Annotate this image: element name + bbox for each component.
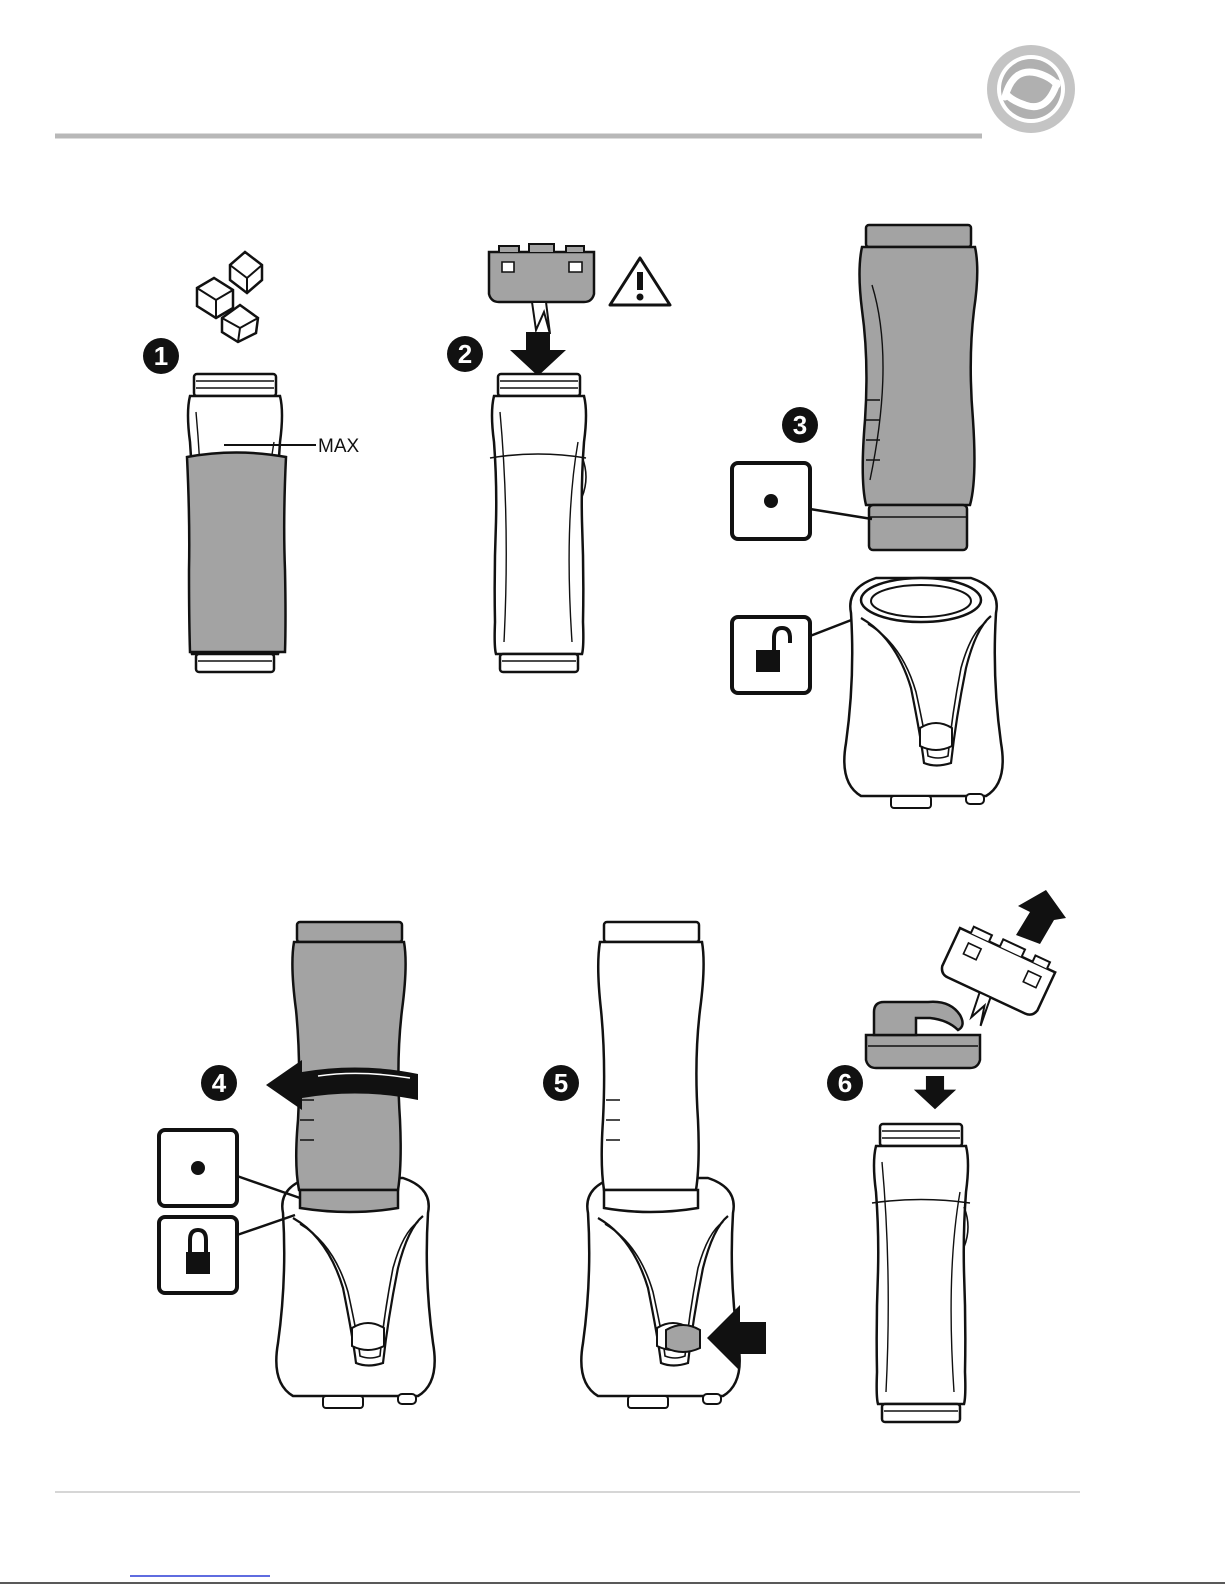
- align-dot-icon: [159, 1130, 300, 1206]
- motor-base: [844, 578, 1002, 808]
- step-6: 6: [827, 890, 1066, 1422]
- locked-padlock-icon: [159, 1215, 295, 1293]
- empty-bottle: [490, 374, 586, 672]
- liquid-fill: [187, 453, 286, 653]
- header: [55, 45, 1075, 136]
- blade-assembly: [489, 244, 594, 334]
- step-3-badge: 3: [782, 407, 818, 443]
- step-3-number: 3: [793, 410, 807, 440]
- align-dot-icon: [732, 463, 872, 539]
- warning-triangle-icon: [610, 258, 670, 305]
- bottle-on-base: [292, 922, 405, 1212]
- footer: [0, 1492, 1225, 1583]
- step-1-badge: 1: [143, 338, 179, 374]
- step-3: 3: [732, 225, 1003, 808]
- power-button: [666, 1325, 700, 1352]
- step-2-badge: 2: [447, 336, 483, 372]
- drinking-lid: [866, 1002, 980, 1068]
- max-label: MAX: [318, 436, 360, 457]
- step-4: 4: [159, 922, 435, 1408]
- up-arrow: [1016, 890, 1066, 944]
- step-1-number: 1: [154, 341, 168, 371]
- bottle-with-liquid: [187, 374, 286, 672]
- step-6-badge: 6: [827, 1065, 863, 1101]
- down-arrow: [914, 1076, 956, 1109]
- step-2: 2: [447, 244, 670, 672]
- step-4-number: 4: [212, 1068, 227, 1098]
- ice-cubes: [197, 252, 262, 342]
- step-6-number: 6: [838, 1068, 852, 1098]
- step-5: 5: [543, 922, 766, 1408]
- step-2-number: 2: [458, 339, 472, 369]
- step-1: 1 MAX: [143, 252, 360, 672]
- step-5-badge: 5: [543, 1065, 579, 1101]
- inverted-bottle: [860, 225, 978, 550]
- brand-swirl-logo-icon: [987, 45, 1075, 133]
- step-4-badge: 4: [201, 1065, 237, 1101]
- bottle-on-base: [598, 922, 703, 1212]
- down-arrow: [510, 332, 566, 376]
- bottle-with-contents: [872, 1124, 970, 1422]
- step-5-number: 5: [554, 1068, 568, 1098]
